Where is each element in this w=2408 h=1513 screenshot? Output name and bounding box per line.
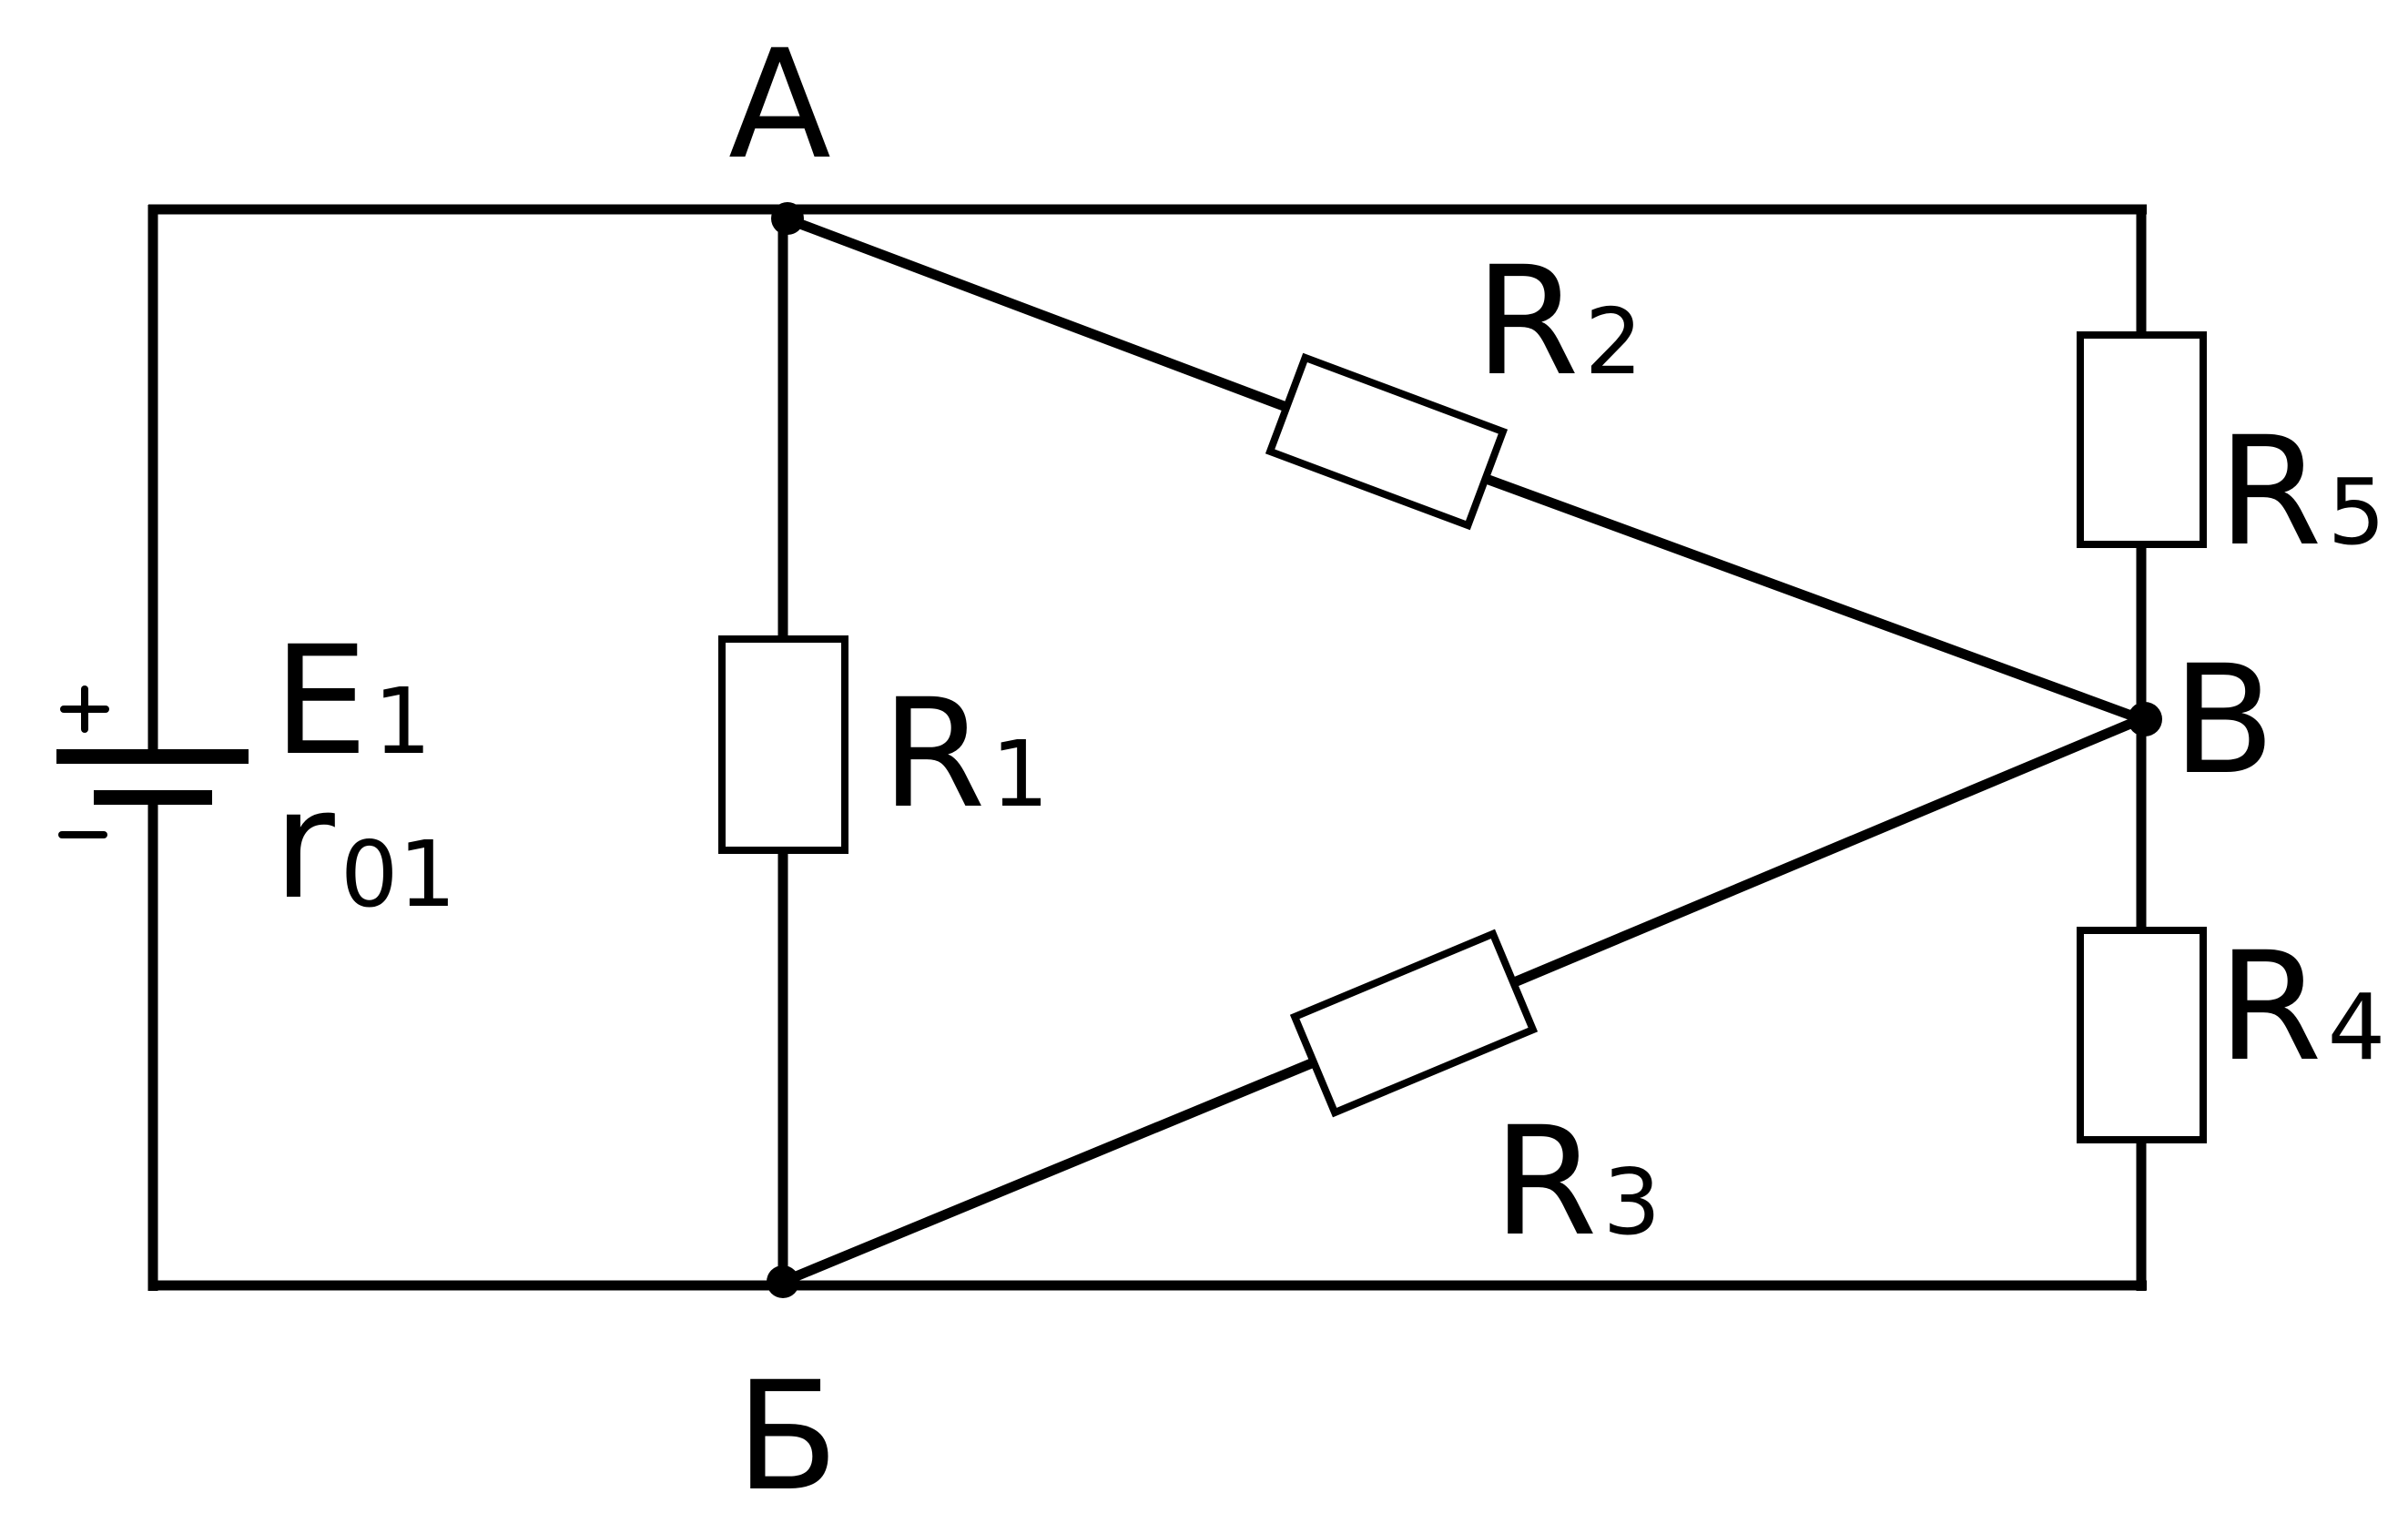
label-r01: r01 [273,757,456,932]
wire-r3-v [1509,714,2144,989]
label-r4-main: R [2218,919,2322,1094]
node-label-a: A [728,17,831,192]
junction-a [771,202,804,235]
resistor-r3 [1289,929,1539,1118]
label-e1-main: E [273,614,368,788]
resistor-r4 [2077,927,2207,1143]
wire-r2-v [1479,472,2143,725]
wire-a-r2 [784,213,1285,411]
label-r4-sub: 4 [2328,974,2386,1081]
label-r2: R2 [1475,234,1642,409]
resistor-r1 [718,635,848,854]
label-r2-main: R [1475,234,1580,409]
label-r1-main: R [881,666,986,841]
wire-b-r3 [780,1057,1316,1287]
label-r3-main: R [1493,1094,1598,1269]
label-r3-sub: 3 [1603,1149,1661,1255]
label-r5-sub: 5 [2328,459,2386,565]
label-r5: R5 [2218,404,2385,579]
label-r1-sub: 1 [991,721,1050,828]
label-e1: E1 [273,614,432,788]
resistor-r5 [2077,331,2207,548]
node-label-v: В [2172,633,2275,807]
node-label-b: Б [736,1349,838,1513]
junction-v [2128,702,2162,736]
label-r3: R3 [1493,1094,1661,1269]
label-r2-sub: 2 [1585,289,1643,395]
junction-b [767,1265,799,1298]
label-r5-main: R [2218,404,2322,579]
label-r01-main: r [273,757,335,932]
label-r01-sub: 01 [340,821,456,928]
label-e1-sub: 1 [373,668,432,775]
resistor-r2 [1265,352,1509,531]
label-r4: R4 [2218,919,2385,1094]
label-r1: R1 [881,666,1049,841]
